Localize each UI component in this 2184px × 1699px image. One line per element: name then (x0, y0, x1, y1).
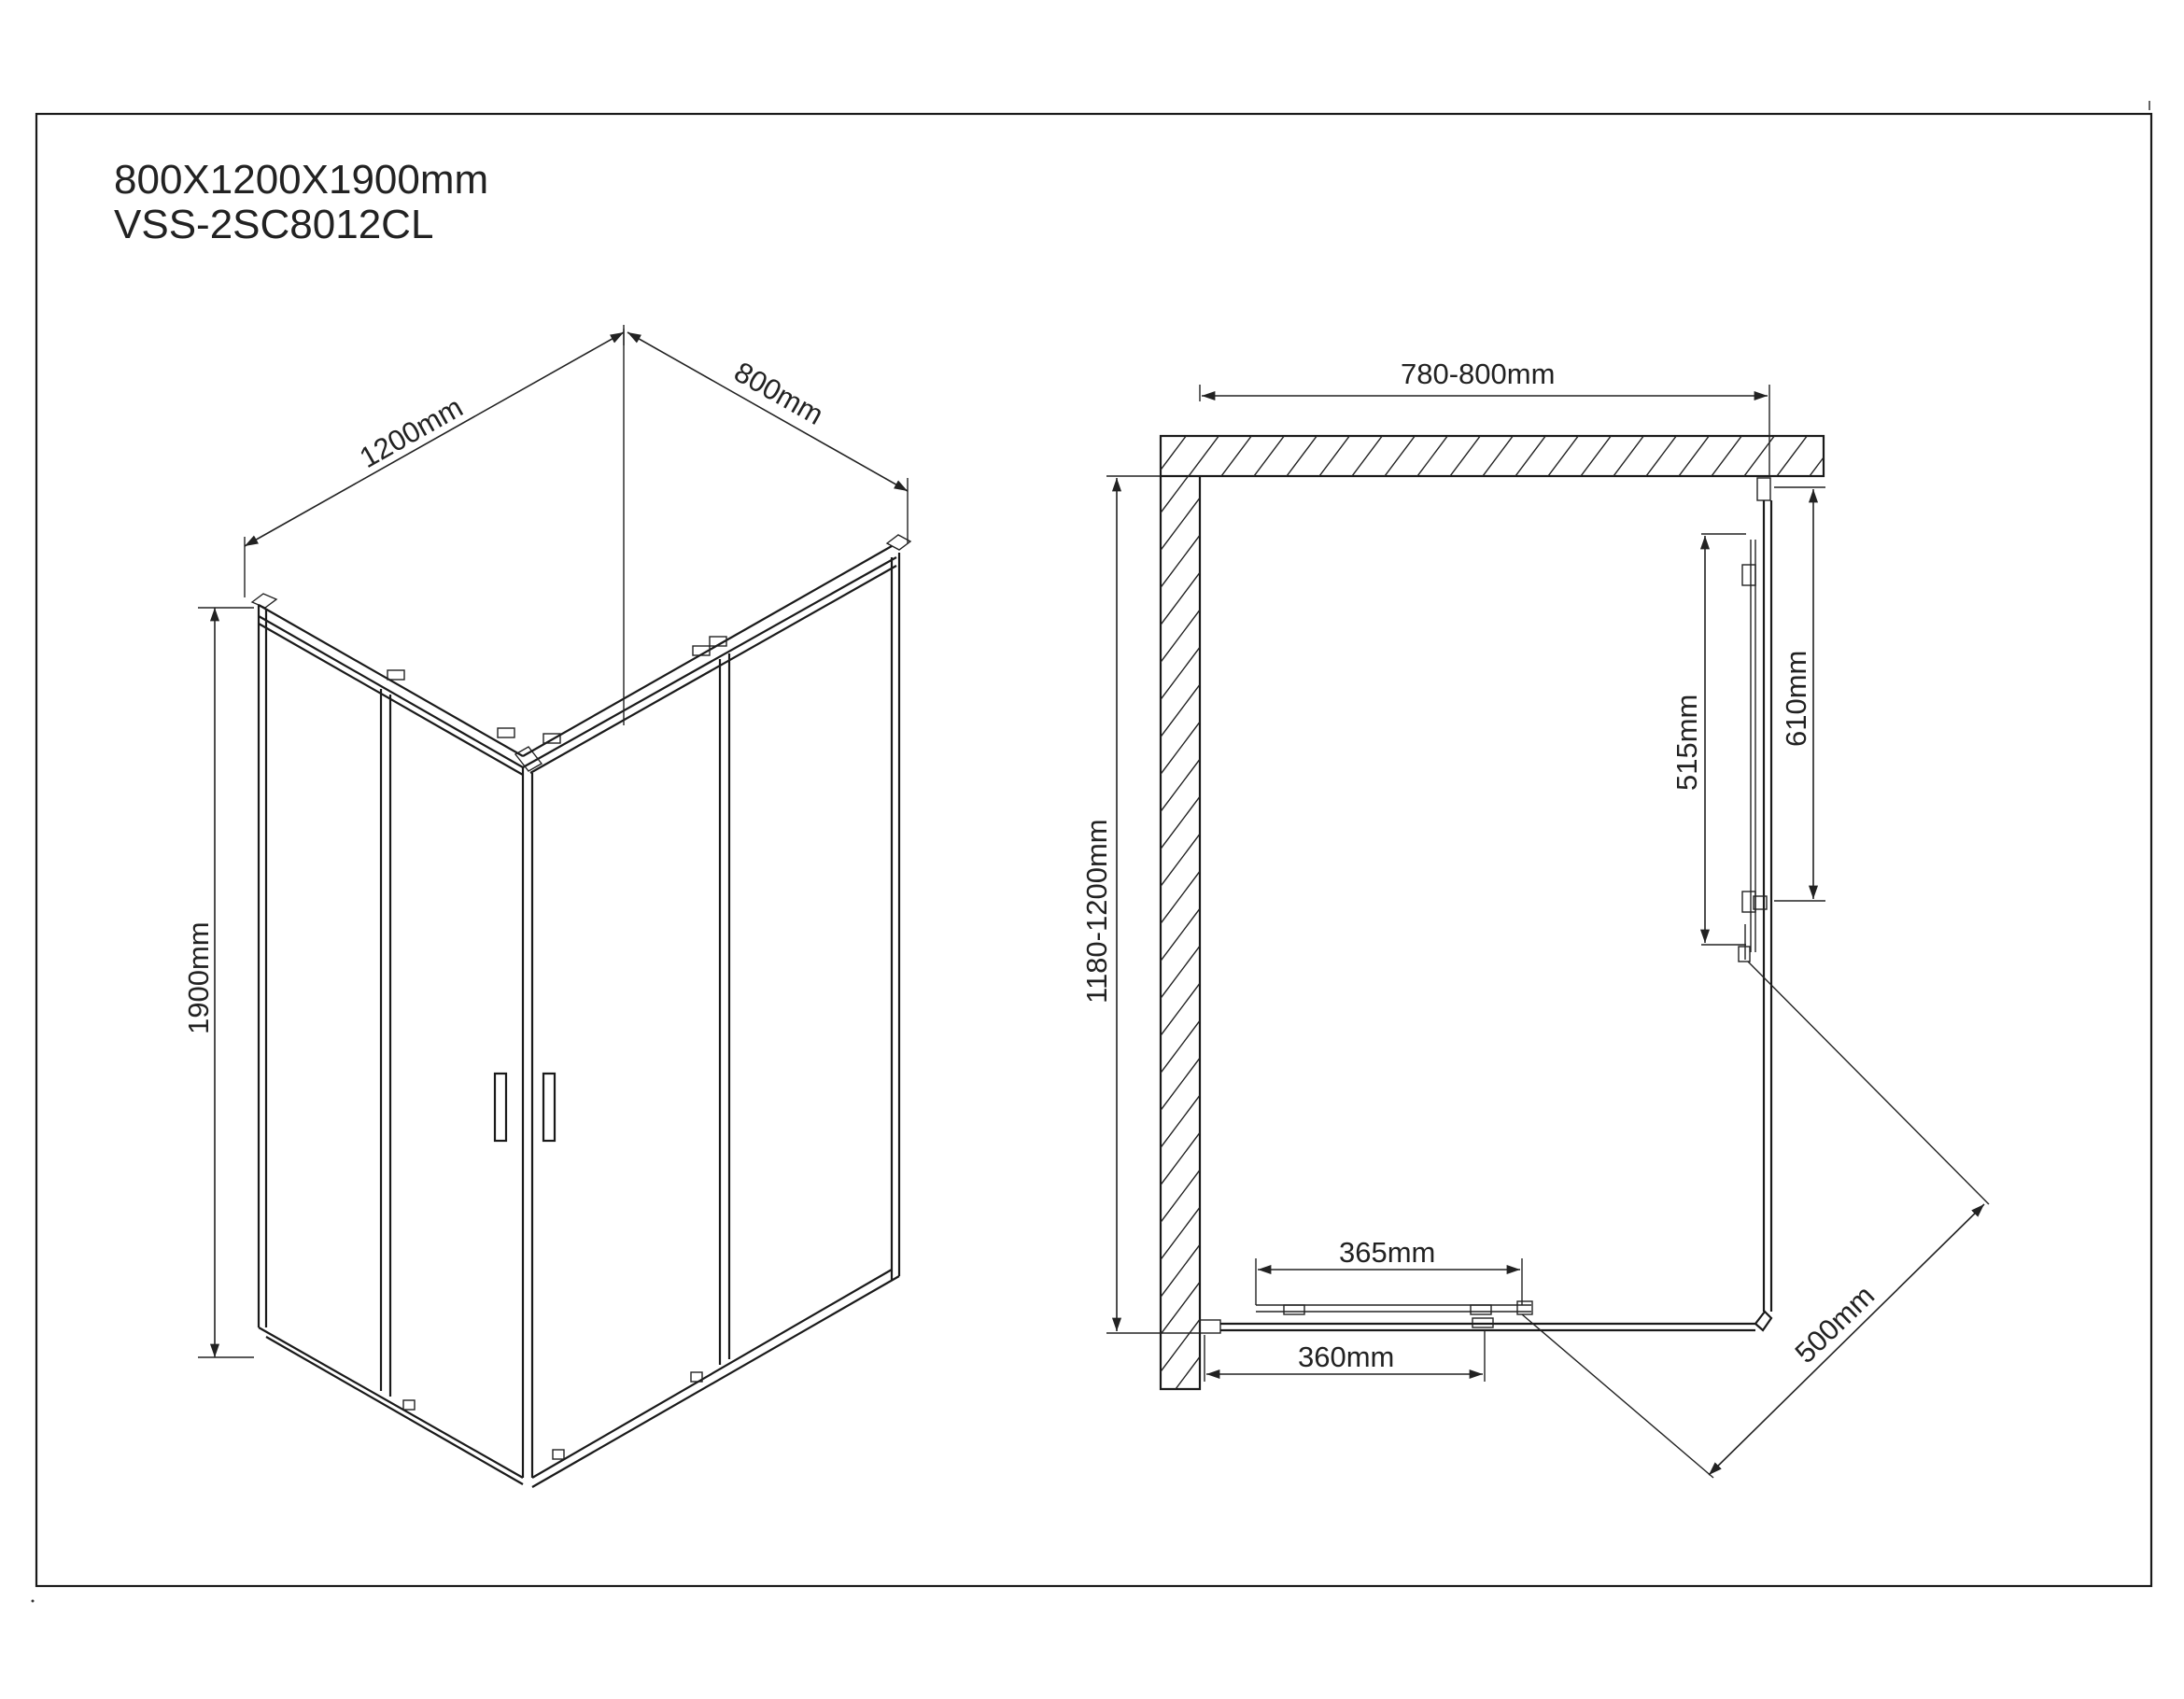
top-wall-hatch (1161, 436, 1824, 476)
label-800mm: 800mm (729, 356, 829, 431)
right-door-handle (542, 1072, 557, 1143)
dim-line-800 (627, 331, 909, 492)
label-1180-1200mm: 1180-1200mm (1080, 819, 1113, 1004)
drawing-border (35, 112, 2153, 1588)
front-panels (1199, 1300, 1773, 1334)
corner-dot (31, 1599, 35, 1603)
left-wall (1159, 476, 1202, 1391)
label-610mm: 610mm (1780, 651, 1812, 747)
label-1200mm: 1200mm (354, 390, 468, 474)
left-wall-hatch (1161, 476, 1200, 1389)
dim-line-1200 (244, 331, 625, 547)
label-515mm: 515mm (1670, 695, 1703, 791)
label-780-800mm: 780-800mm (1401, 358, 1555, 390)
left-door-handle (493, 1072, 508, 1143)
title-dimensions: 800X1200X1900mm (114, 157, 488, 203)
isometric-view: 1200mm 800mm 1900mm (182, 325, 912, 1488)
plan-view: 780-800mm 1180-1200mm 610mm 515mm 365mm … (1080, 358, 1990, 1479)
top-wall (1159, 434, 1825, 478)
iso-top-frame (250, 534, 912, 776)
label-500mm: 500mm (1789, 1279, 1881, 1369)
label-1900mm: 1900mm (182, 921, 215, 1034)
dim-line-500 (1708, 1203, 1985, 1476)
right-side-panels (1738, 477, 1773, 1312)
label-360mm: 360mm (1298, 1341, 1394, 1373)
iso-bottom-frame (258, 1269, 900, 1488)
title-model: VSS-2SC8012CL (114, 202, 433, 247)
label-365mm: 365mm (1339, 1236, 1435, 1269)
